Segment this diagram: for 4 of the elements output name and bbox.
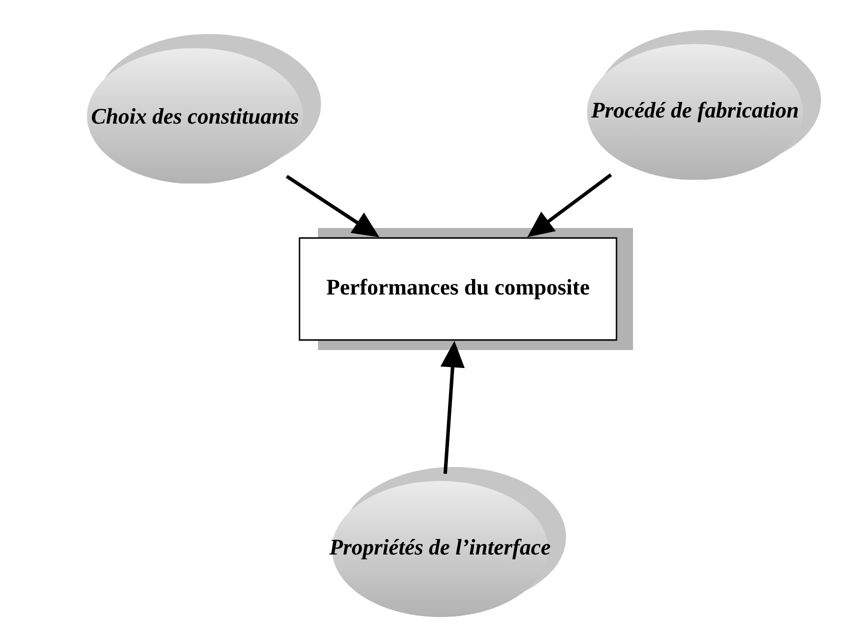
ellipse-node: Procédé de fabrication xyxy=(587,30,821,180)
ellipse-node: Propriétés de l’interface xyxy=(329,467,566,617)
process-box: Performances du composite xyxy=(298,228,633,350)
ellipse-node: Choix des constituants xyxy=(87,34,321,184)
